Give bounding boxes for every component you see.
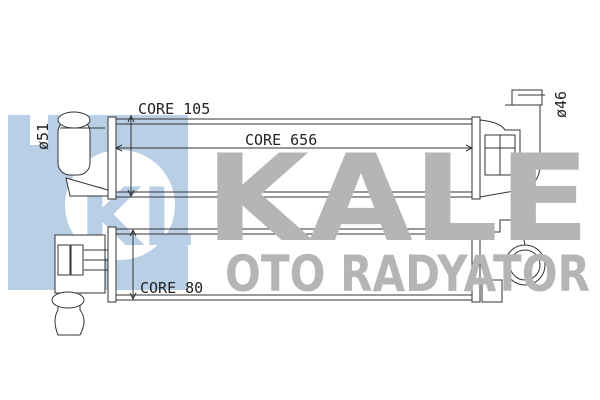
outlet-diameter-label: ø46 — [552, 91, 570, 118]
watermark-brand: KALE — [205, 130, 590, 269]
bottom-core — [51, 219, 546, 336]
core-length-label: CORE 656 — [245, 131, 317, 149]
core-thickness-label: CORE 80 — [140, 279, 203, 297]
dimension-lines — [60, 94, 545, 301]
inlet-diameter-label: ø51 — [34, 123, 52, 150]
top-core — [57, 89, 543, 200]
core-height-label: CORE 105 — [138, 100, 210, 118]
watermark-subtitle: OTO RADYATOR — [225, 245, 590, 303]
